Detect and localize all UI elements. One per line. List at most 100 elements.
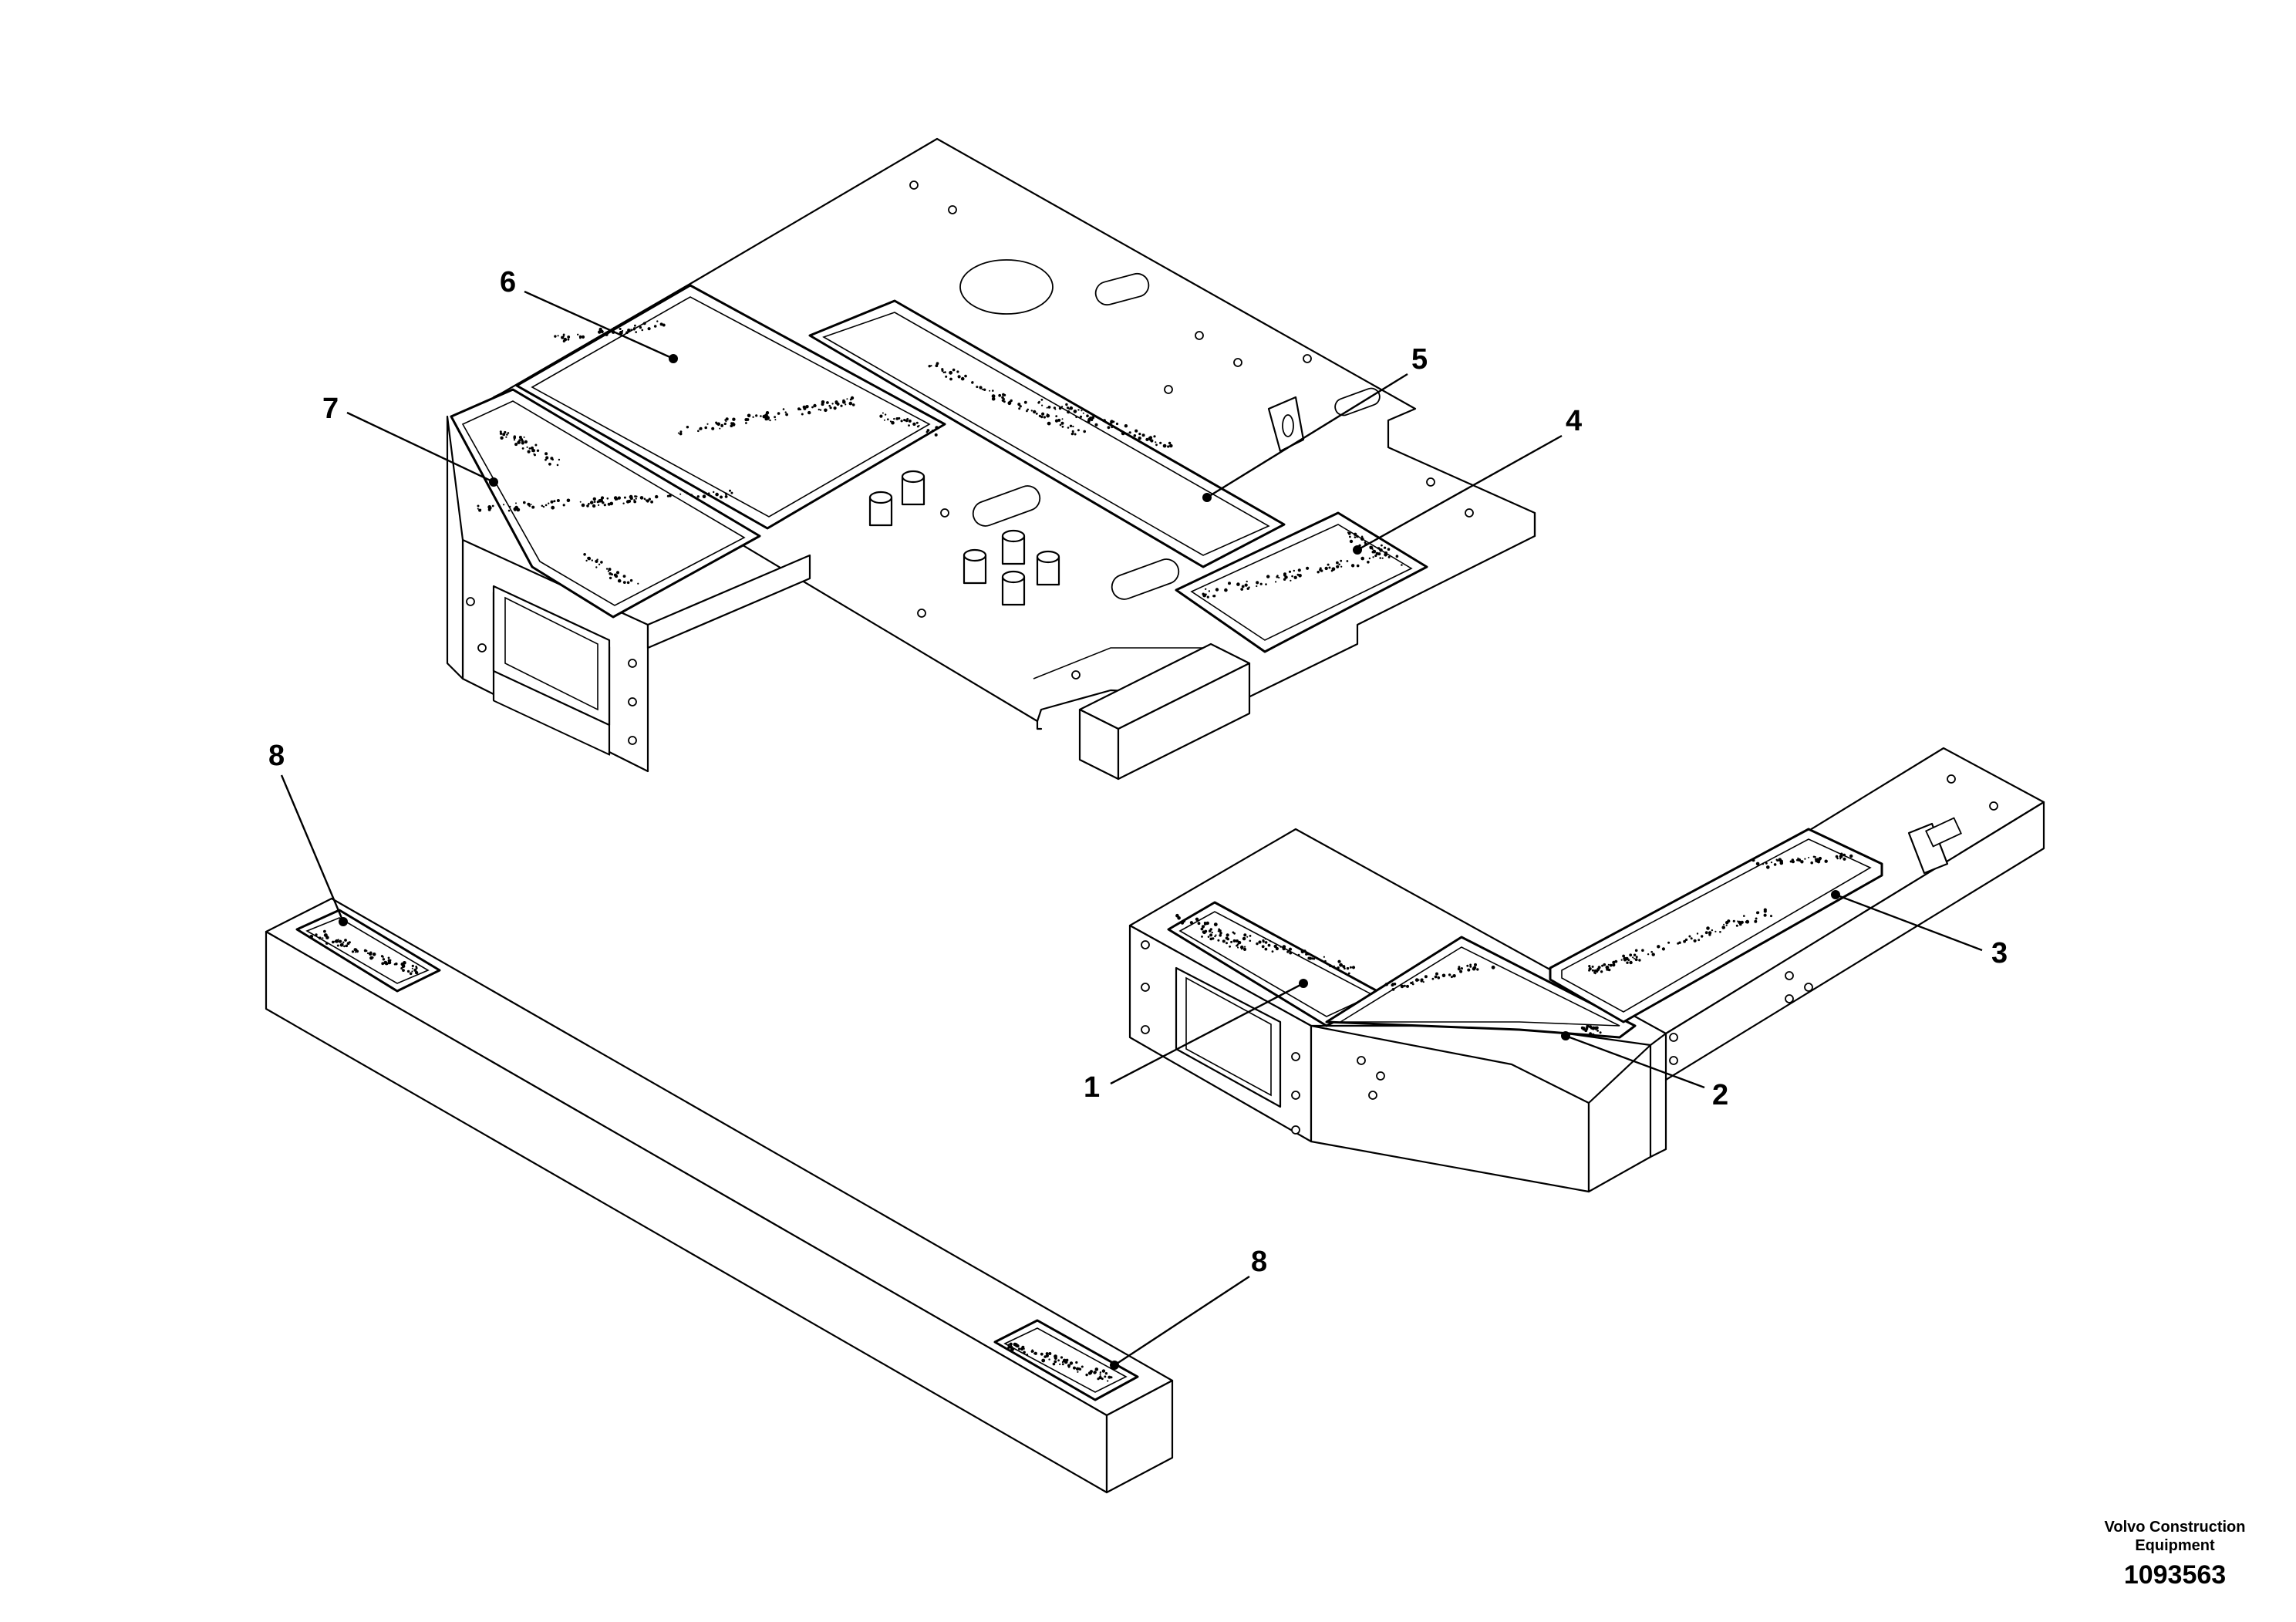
texture-speck [704,426,707,430]
texture-speck [1030,1350,1034,1353]
texture-speck [1115,422,1119,426]
texture-speck [318,936,322,940]
texture-speck [634,324,636,327]
texture-speck [577,333,579,336]
texture-speck [1089,416,1092,420]
texture-speck [1225,588,1228,592]
texture-speck [765,411,770,415]
texture-speck [769,419,771,422]
callout-8-left: 8 [268,740,348,926]
texture-speck [544,452,548,456]
texture-speck [1351,966,1356,969]
texture-speck [1384,983,1389,986]
texture-speck [713,491,715,494]
pad-3 [1549,828,1883,1023]
texture-speck [1081,410,1083,412]
texture-speck [900,420,903,423]
mount-hole [466,597,475,606]
texture-speck [677,432,679,434]
texture-speck [605,568,609,570]
texture-speck [1069,1361,1074,1365]
texture-speck [1839,858,1842,860]
texture-speck [1054,1360,1057,1364]
texture-speck [562,333,565,336]
texture-speck [720,495,723,499]
texture-speck [1458,966,1461,969]
texture-speck [598,330,602,334]
texture-speck [1633,953,1637,956]
texture-speck [1469,963,1472,966]
callout-7: 7 [322,393,498,487]
texture-speck [1073,1366,1076,1370]
texture-speck [1101,1369,1106,1373]
texture-speck [1331,567,1336,572]
texture-speck [1282,945,1286,949]
texture-speck [1201,936,1203,938]
texture-speck [1033,410,1037,414]
texture-speck [957,375,961,379]
texture-speck [1701,935,1704,938]
texture-speck [1591,1026,1596,1030]
texture-speck [507,432,510,434]
texture-speck [578,335,582,339]
texture-speck [1033,1351,1037,1355]
texture-speck [1347,972,1350,975]
texture-speck [1414,978,1419,982]
texture-speck [802,405,806,409]
texture-speck [1061,406,1064,408]
texture-speck [1067,1364,1070,1367]
texture-speck [1384,546,1387,549]
texture-speck [557,335,559,337]
texture-speck [1808,856,1810,858]
texture-speck [1387,548,1391,551]
texture-speck [345,944,349,948]
texture-speck [1101,1378,1104,1381]
texture-speck [615,498,617,501]
texture-speck [1367,561,1370,564]
texture-speck [1197,922,1201,926]
texture-speck [1226,933,1229,937]
texture-speck [744,418,748,422]
texture-speck [1342,965,1346,969]
texture-speck [1300,949,1305,954]
texture-speck [415,966,418,968]
callout-4-label: 4 [1566,405,1582,437]
plate-small-holes [909,180,1474,679]
texture-speck [632,328,636,331]
texture-speck [387,959,391,963]
texture-speck [645,499,647,501]
texture-speck [1755,862,1760,866]
texture-speck [655,494,659,499]
texture-speck [1288,947,1293,951]
texture-speck [1202,593,1207,598]
texture-speck [579,501,582,503]
texture-speck [589,501,594,504]
texture-speck [702,494,706,498]
texture-speck [824,408,828,413]
texture-speck [1218,928,1220,931]
texture-speck [1688,935,1691,938]
texture-speck [341,943,344,946]
texture-speck [1244,946,1246,948]
texture-speck [1698,939,1701,942]
texture-speck [1200,927,1204,931]
texture-speck [1067,410,1070,414]
texture-speck [1434,975,1438,979]
texture-speck [1770,915,1772,918]
texture-speck [1023,400,1027,404]
texture-speck [1286,950,1290,953]
plate-large-hole [959,259,1054,315]
texture-speck [1155,443,1158,447]
texture-speck [918,424,920,427]
texture-speck [1791,860,1795,864]
texture-speck [1754,919,1758,923]
texture-speck [1138,437,1141,440]
texture-speck [1337,966,1340,969]
texture-speck [1195,917,1199,922]
texture-speck [1824,859,1828,863]
texture-speck [1350,564,1355,568]
texture-speck [1591,965,1594,968]
texture-speck [499,432,503,435]
texture-speck [1079,415,1083,418]
